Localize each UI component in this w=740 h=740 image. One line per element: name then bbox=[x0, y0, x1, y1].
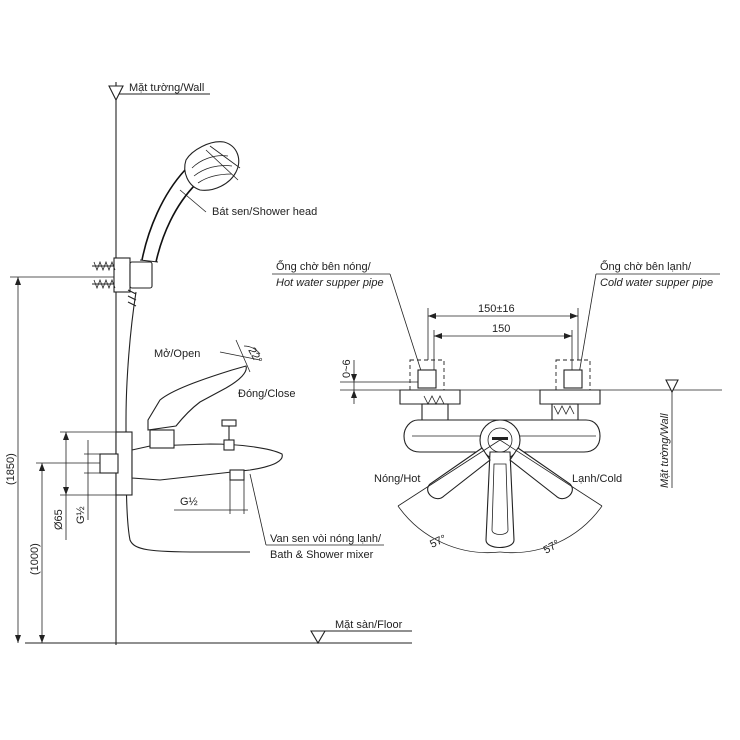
dim-1850-label: (1850) bbox=[5, 453, 17, 485]
screw-thread-icon bbox=[93, 260, 116, 272]
angle-ref-line bbox=[235, 339, 251, 373]
dim-g-half-horizontal-label: G½ bbox=[180, 496, 198, 508]
angle-left-arc bbox=[397, 505, 501, 554]
wall-label: Mặt tường/Wall bbox=[129, 82, 204, 94]
arrow-icon bbox=[564, 333, 572, 339]
hot-pipe-fitting bbox=[417, 369, 437, 389]
hose-outlet bbox=[229, 469, 245, 481]
mixer-inlet bbox=[99, 453, 119, 474]
hose-connector-icon bbox=[127, 289, 137, 307]
mixer-label-vn: Van sen vòi nóng lạnh/ bbox=[270, 533, 382, 545]
logo-mark-icon bbox=[492, 437, 508, 440]
angle-ref-line bbox=[499, 439, 603, 507]
arrow-icon bbox=[351, 390, 357, 398]
hot-pipe-label-en: Hot water supper pipe bbox=[276, 277, 384, 289]
mixer-cartridge bbox=[149, 429, 175, 449]
top-view: Ống chờ bên nóng/ Hot water supper pipe … bbox=[272, 259, 722, 557]
arrow-icon bbox=[570, 313, 578, 319]
mixer-body bbox=[99, 365, 283, 496]
dim-0-6-label: 0~6 bbox=[341, 359, 353, 378]
angle-ref-line bbox=[397, 439, 501, 507]
mixer-leader bbox=[249, 473, 267, 546]
dim-150-label: 150 bbox=[492, 323, 510, 335]
shower-head bbox=[139, 141, 241, 263]
open-label: Mở/Open bbox=[154, 348, 200, 360]
thread-icon bbox=[423, 395, 445, 405]
cold-pipe-leader bbox=[577, 273, 597, 381]
angle-right-arc bbox=[499, 505, 603, 554]
angle-left-label: 57° bbox=[428, 533, 448, 551]
arrow-icon bbox=[15, 277, 21, 285]
diverter-knob bbox=[223, 439, 235, 451]
lever-center-inner bbox=[491, 463, 509, 535]
shower-head-label: Bát sen/Shower head bbox=[212, 206, 317, 218]
angle-right-label: 57° bbox=[542, 538, 562, 557]
wall-right-label: Mặt tường/Wall bbox=[659, 413, 671, 488]
shower-holder bbox=[129, 261, 153, 289]
hot-pipe-leader bbox=[389, 273, 425, 381]
mixer-lever bbox=[147, 365, 247, 431]
cold-pipe-label-vn: Ống chờ bên lạnh/ bbox=[600, 259, 692, 273]
shower-head-leader bbox=[179, 189, 207, 213]
arrow-icon bbox=[63, 432, 69, 440]
close-label: Đóng/Close bbox=[238, 388, 295, 400]
wall-marker-icon bbox=[108, 85, 124, 102]
arrow-icon bbox=[63, 487, 69, 495]
hot-eccentric bbox=[421, 403, 449, 423]
arrow-icon bbox=[15, 635, 21, 643]
lever-hot bbox=[427, 447, 491, 500]
cold-label: Lạnh/Cold bbox=[572, 473, 622, 485]
lever-cold bbox=[509, 447, 573, 500]
angle-ref-line bbox=[219, 351, 261, 361]
cold-escutcheon bbox=[539, 389, 601, 405]
thread-icon bbox=[553, 405, 575, 415]
cold-pipe-fitting bbox=[563, 369, 583, 389]
arrow-icon bbox=[434, 333, 442, 339]
floor-label: Mặt sàn/Floor bbox=[335, 619, 403, 631]
arrow-icon bbox=[39, 463, 45, 471]
spray-line bbox=[209, 145, 241, 169]
lever-center bbox=[485, 451, 515, 549]
diverter-cap bbox=[221, 419, 237, 427]
spray-line bbox=[205, 149, 239, 181]
arrow-icon bbox=[428, 313, 436, 319]
screw-thread-icon bbox=[93, 278, 116, 290]
wall-bracket bbox=[92, 257, 153, 293]
bracket-plate bbox=[113, 257, 131, 293]
dim-150-16-label: 150±16 bbox=[478, 303, 515, 315]
shower-nozzle-icon bbox=[193, 165, 233, 177]
dim-65-label: Ø65 bbox=[53, 509, 65, 530]
cold-eccentric bbox=[551, 403, 579, 423]
dim-g-half-vertical-label: G½ bbox=[75, 506, 87, 524]
mixer-label-en: Bath & Shower mixer bbox=[270, 549, 374, 561]
wall-right-marker-icon bbox=[665, 379, 679, 394]
cold-pipe-label-en: Cold water supper pipe bbox=[600, 277, 713, 289]
angle-22-arc bbox=[243, 345, 261, 355]
arrow-icon bbox=[351, 374, 357, 382]
shower-nozzle-icon bbox=[191, 155, 229, 169]
hot-label: Nóng/Hot bbox=[374, 473, 420, 485]
side-view: Mặt tường/Wall Mặt sàn/Floor (1850) (100… bbox=[5, 82, 412, 645]
mixer-main-body bbox=[131, 443, 283, 481]
handle-bottom bbox=[139, 259, 159, 263]
floor-marker-icon bbox=[310, 630, 326, 645]
hot-escutcheon bbox=[399, 389, 461, 405]
hot-pipe-label-vn: Ống chờ bên nóng/ bbox=[276, 259, 372, 273]
dim-1000-label: (1000) bbox=[29, 543, 41, 575]
arrow-icon bbox=[39, 635, 45, 643]
shower-nozzle-icon bbox=[197, 173, 233, 184]
angle-22-label: 22° bbox=[245, 346, 264, 366]
shower-head-body bbox=[184, 141, 240, 191]
